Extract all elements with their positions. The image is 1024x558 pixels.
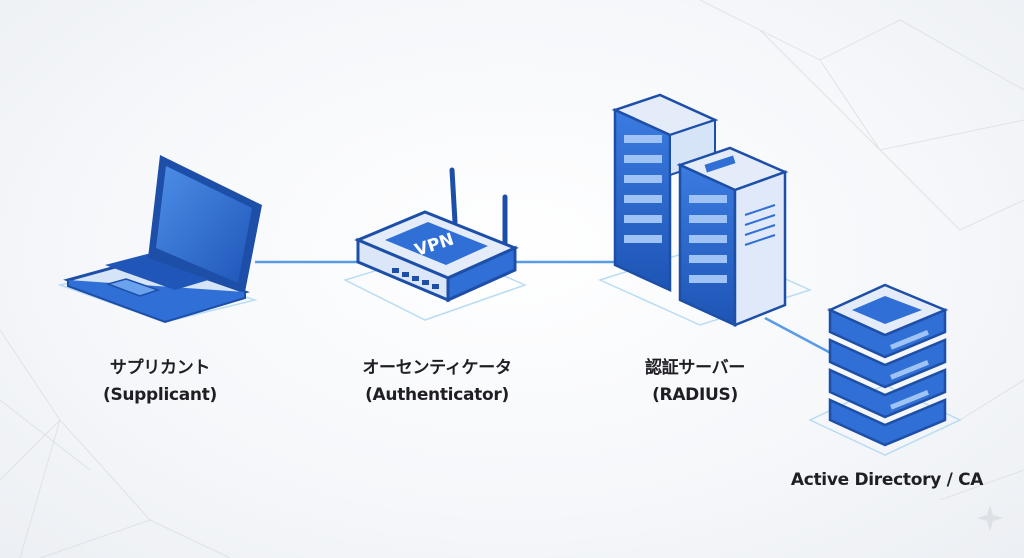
laptop-icon <box>57 155 262 324</box>
vpn-router-icon: VPN <box>342 167 528 321</box>
sparkle-icon <box>977 505 1003 531</box>
supplicant-label: サプリカント (Supplicant) <box>103 355 217 409</box>
authenticator-label-en: (Authenticator) <box>365 385 509 405</box>
authenticator-label: オーセンティケータ (Authenticator) <box>362 355 512 409</box>
auth-server-label: 認証サーバー (RADIUS) <box>645 355 745 409</box>
auth-server-label-ja: 認証サーバー <box>644 358 746 378</box>
auth-server-label-en: (RADIUS) <box>652 385 738 405</box>
authenticator-label-ja: オーセンティケータ <box>362 358 512 378</box>
link-server-directory <box>764 316 841 360</box>
supplicant-label-ja: サプリカント <box>109 358 211 378</box>
database-stack-icon <box>808 283 962 456</box>
directory-label: Active Directory / CA <box>790 470 984 490</box>
server-rack-icon <box>597 93 813 327</box>
supplicant-label-en: (Supplicant) <box>102 385 218 405</box>
connection-lines <box>255 260 841 360</box>
